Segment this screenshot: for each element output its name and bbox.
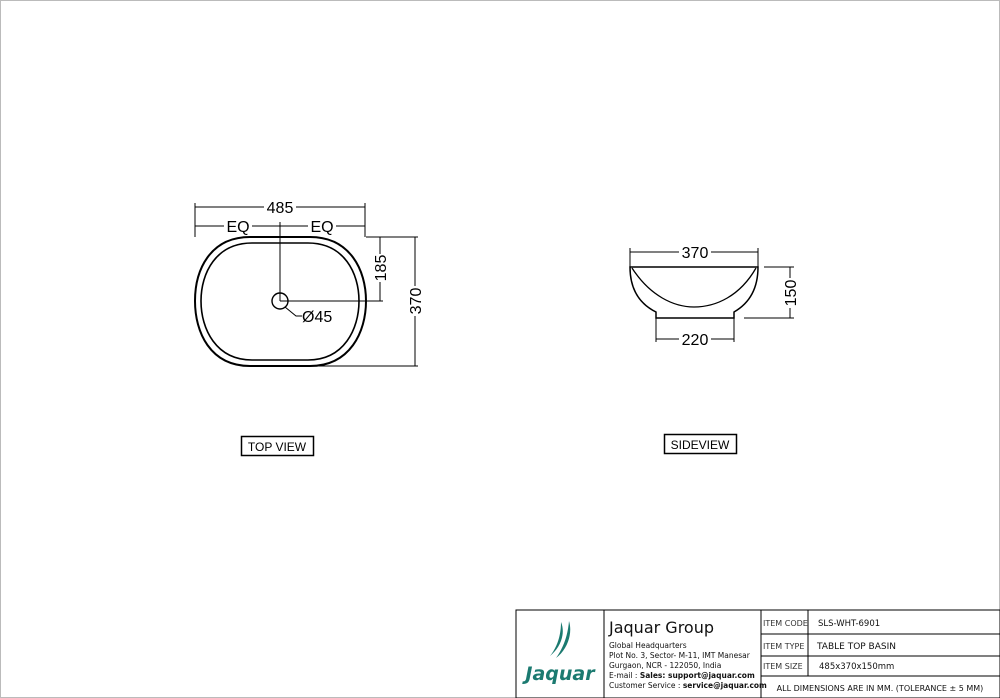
dim-eq-left-label: EQ <box>226 219 249 236</box>
dim-depth-label: 370 <box>408 288 425 315</box>
basin-side-profile <box>629 266 759 319</box>
jaquar-logo: Jaquar <box>521 621 596 685</box>
service-value[interactable]: service@jaquar.com <box>683 681 767 690</box>
hole-leader <box>284 306 302 317</box>
dimension-note: ALL DIMENSIONS ARE IN MM. (TOLERANCE ± 5… <box>777 684 984 693</box>
dim-height-label: 150 <box>783 280 800 307</box>
dim-base-width-label: 220 <box>682 332 709 349</box>
item-code-value: SLS-WHT-6901 <box>818 619 880 629</box>
item-size-value: 485x370x150mm <box>819 662 894 672</box>
dim-hole-label: Ø45 <box>302 309 332 326</box>
email-line: E-mail : Sales: support@jaquar.com <box>609 671 755 680</box>
top-view: 485 EQ EQ 185 370 Ø45 TOP VIEW <box>193 198 425 457</box>
side-view-label: SIDEVIEW <box>671 438 730 452</box>
address-line-2: Plot No. 3, Sector- M-11, IMT Manesar <box>609 651 751 660</box>
basin-inner-bowl <box>631 267 757 308</box>
email-value[interactable]: Sales: support@jaquar.com <box>640 671 755 680</box>
item-type-label: ITEM TYPE <box>763 642 804 651</box>
dim-eq-right-label: EQ <box>310 219 333 236</box>
item-size-label: ITEM SIZE <box>763 662 803 671</box>
side-view: 370 220 150 SIDEVIEW <box>629 243 800 455</box>
address-line-3: Gurgaon, NCR - 122050, India <box>609 661 721 670</box>
dim-top-width-label: 370 <box>682 245 709 262</box>
title-block: Jaquar Jaquar Group Global Headquarters … <box>515 609 1000 698</box>
service-line: Customer Service : service@jaquar.com <box>609 681 767 690</box>
logo-text: Jaquar <box>521 663 596 685</box>
top-view-label: TOP VIEW <box>248 440 307 454</box>
company-name: Jaquar Group <box>608 618 714 637</box>
dim-width-label: 485 <box>267 200 294 217</box>
dim-half-depth-label: 185 <box>373 255 390 282</box>
item-type-value: TABLE TOP BASIN <box>816 642 896 652</box>
item-code-label: ITEM CODE <box>763 619 808 628</box>
basin-inner-rim <box>200 242 360 361</box>
address-line-1: Global Headquarters <box>609 641 687 650</box>
